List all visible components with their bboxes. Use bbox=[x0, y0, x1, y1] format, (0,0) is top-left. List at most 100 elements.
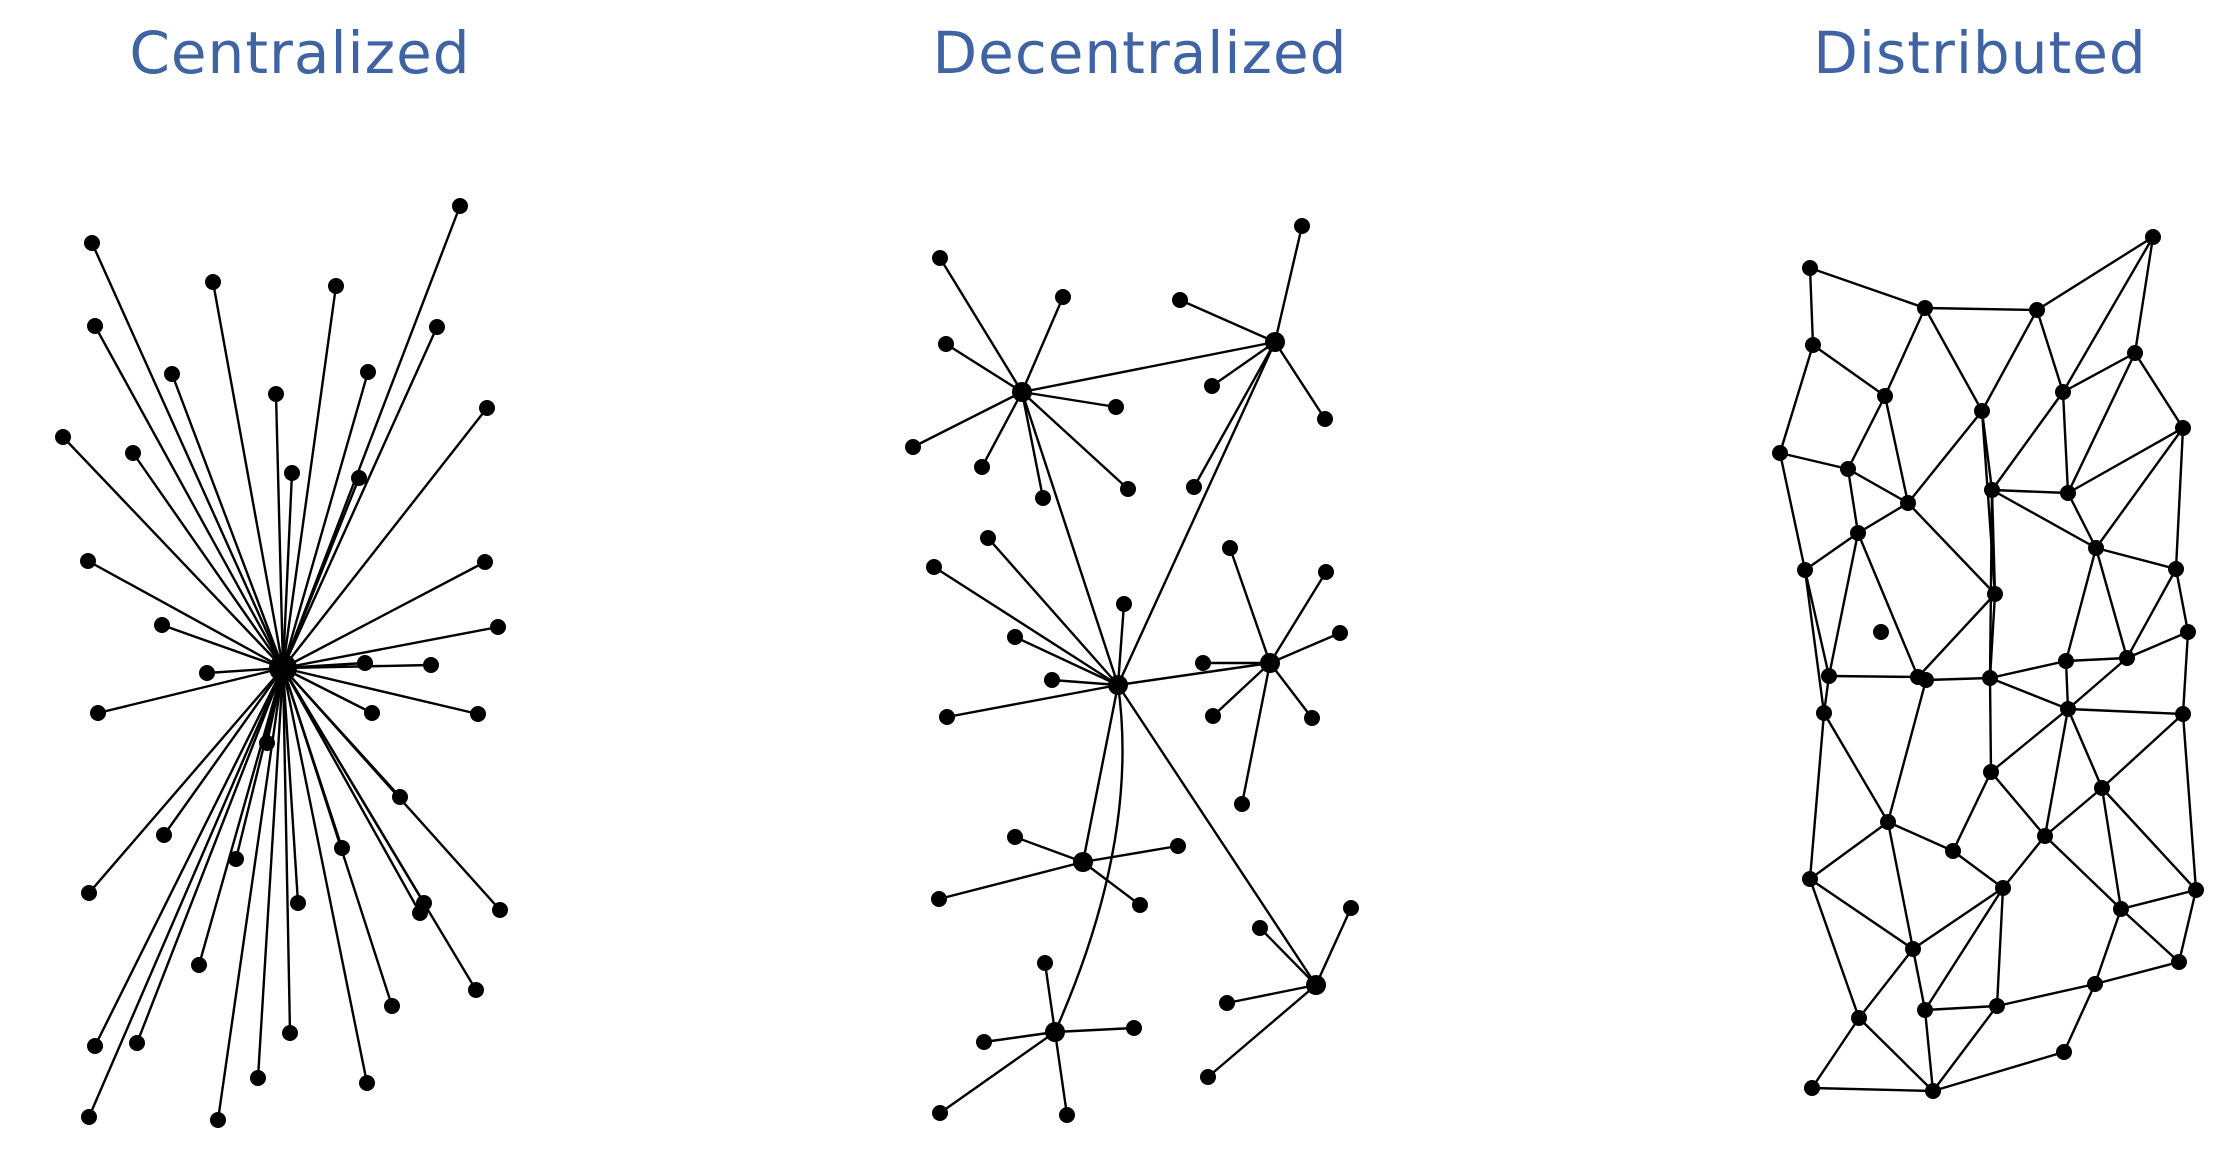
leaf-node bbox=[334, 840, 350, 856]
mesh-edge bbox=[2062, 983, 2097, 1053]
leaf-node bbox=[284, 465, 300, 481]
spoke-edge bbox=[88, 667, 284, 894]
mesh-edge bbox=[1923, 307, 1984, 412]
spoke-edge bbox=[161, 623, 284, 670]
spoke-edge bbox=[135, 667, 285, 1044]
mesh-edge bbox=[2093, 908, 2123, 985]
hub-node bbox=[1260, 653, 1280, 673]
leaf-node bbox=[938, 336, 954, 352]
hub-link-edge bbox=[1020, 391, 1120, 686]
decentralized-title: Decentralized bbox=[932, 19, 1348, 87]
leaf-node bbox=[55, 429, 71, 445]
spoke-edge bbox=[1211, 341, 1276, 387]
spoke-edge bbox=[1082, 861, 1141, 906]
centralized-network bbox=[55, 198, 508, 1128]
leaf-node bbox=[939, 709, 955, 725]
spoke-edge bbox=[1021, 390, 1117, 409]
mesh-edge bbox=[1989, 659, 2067, 680]
mesh-node bbox=[1984, 482, 2000, 498]
spoke-edge bbox=[281, 667, 369, 1084]
leaf-node bbox=[1222, 540, 1238, 556]
mesh-edge bbox=[2064, 660, 2070, 710]
leaf-node bbox=[468, 982, 484, 998]
leaf-node bbox=[81, 1109, 97, 1125]
spoke-edge bbox=[93, 325, 285, 669]
spoke-edge bbox=[97, 666, 284, 715]
spoke-edge bbox=[87, 667, 285, 1118]
spoke-edge bbox=[274, 393, 285, 669]
leaf-node bbox=[1317, 411, 1333, 427]
leaf-node bbox=[191, 957, 207, 973]
mesh-edge bbox=[1779, 451, 1849, 471]
leaf-node bbox=[479, 400, 495, 416]
mesh-node bbox=[1917, 1002, 1933, 1018]
mesh-node bbox=[2127, 345, 2143, 361]
mesh-edge bbox=[1988, 489, 1994, 679]
hub-link-edge bbox=[1116, 684, 1318, 986]
leaf-node bbox=[412, 905, 428, 921]
leaf-node bbox=[328, 278, 344, 294]
leaf-node bbox=[87, 1038, 103, 1054]
leaf-node bbox=[931, 891, 947, 907]
mesh-node bbox=[1851, 1010, 1867, 1026]
mesh-edge bbox=[2094, 960, 2180, 986]
spoke-edge bbox=[1051, 678, 1119, 687]
leaf-node bbox=[1055, 289, 1071, 305]
mesh-edge bbox=[1827, 532, 1860, 677]
leaf-node bbox=[290, 895, 306, 911]
mesh-node bbox=[2060, 701, 2076, 717]
spoke-edge bbox=[1212, 662, 1271, 717]
mesh-node bbox=[1983, 764, 1999, 780]
mesh-node bbox=[1850, 525, 1866, 541]
mesh-edge bbox=[2133, 236, 2155, 354]
mesh-edge bbox=[2101, 713, 2184, 789]
mesh-edge bbox=[2066, 352, 2137, 494]
mesh-node bbox=[1802, 260, 1818, 276]
spoke-edge bbox=[211, 281, 285, 669]
mesh-edge bbox=[2181, 713, 2198, 891]
mesh-node bbox=[2087, 976, 2103, 992]
mesh-edge bbox=[1846, 468, 1860, 534]
leaf-node bbox=[492, 902, 508, 918]
leaf-node bbox=[1205, 708, 1221, 724]
mesh-edge bbox=[1809, 266, 1926, 310]
leaf-node bbox=[1186, 479, 1202, 495]
mesh-node bbox=[1805, 337, 1821, 353]
spoke-edge bbox=[1054, 1026, 1135, 1034]
mesh-edge bbox=[1932, 1050, 2065, 1093]
leaf-node bbox=[429, 319, 445, 335]
mesh-edge bbox=[2133, 352, 2185, 429]
leaf-node bbox=[452, 198, 468, 214]
mesh-edge bbox=[1856, 532, 1920, 678]
spoke-edge bbox=[1268, 571, 1328, 664]
spoke-edge bbox=[1116, 603, 1126, 686]
mesh-edge bbox=[1991, 391, 2064, 491]
spoke-edge bbox=[281, 285, 338, 669]
spoke-edge bbox=[87, 559, 284, 670]
mesh-edge bbox=[1778, 344, 1815, 454]
spoke-edge bbox=[1053, 1031, 1069, 1116]
mesh-edge bbox=[1980, 410, 1997, 595]
spoke-edge bbox=[281, 371, 370, 669]
leaf-node bbox=[1252, 920, 1268, 936]
spoke-edge bbox=[1314, 907, 1353, 986]
spoke-edge bbox=[945, 342, 1023, 394]
mesh-node bbox=[1802, 871, 1818, 887]
hub-link-edge bbox=[1117, 661, 1271, 687]
spoke-edge bbox=[1020, 391, 1045, 499]
mesh-edge bbox=[1952, 850, 2004, 889]
mesh-edge bbox=[1822, 712, 1890, 823]
leaf-node bbox=[1204, 378, 1220, 394]
mesh-edge bbox=[1923, 1009, 1935, 1092]
mesh-node bbox=[1918, 672, 1934, 688]
leaf-node bbox=[932, 250, 948, 266]
mesh-edge bbox=[2043, 708, 2070, 837]
spoke-edge bbox=[1273, 341, 1327, 420]
spoke-edge bbox=[256, 667, 285, 1079]
mesh-edge bbox=[1991, 488, 2097, 550]
spoke-edge bbox=[282, 666, 373, 715]
spoke-edge bbox=[197, 667, 285, 966]
mesh-edge bbox=[2177, 889, 2198, 963]
mesh-edge bbox=[1995, 887, 2005, 1007]
mesh-edge bbox=[1809, 821, 1889, 880]
